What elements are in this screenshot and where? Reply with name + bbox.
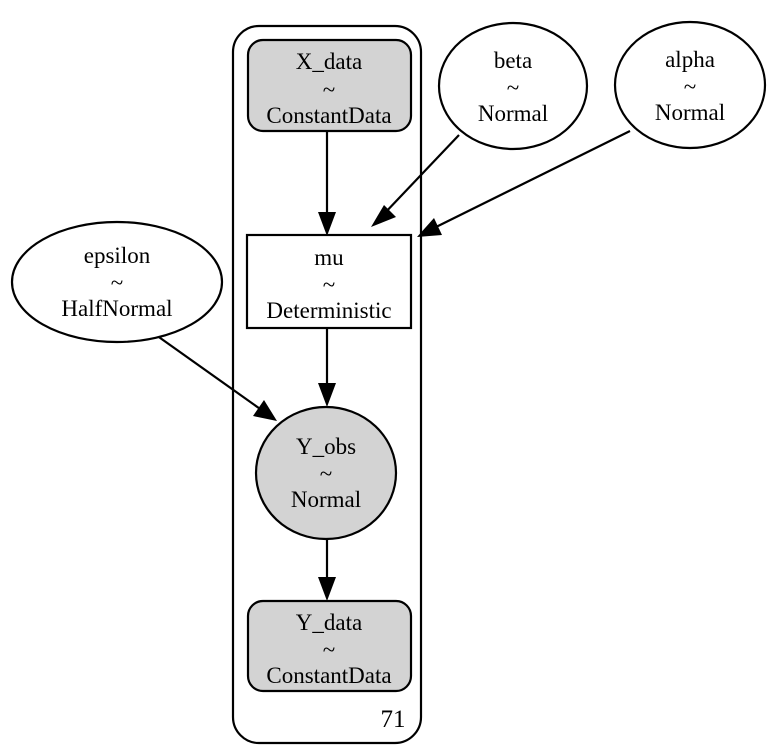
node-y-data[interactable]: Y_data ~ ConstantData — [246, 599, 413, 693]
node-mu-name: mu — [314, 245, 344, 270]
node-alpha-tilde: ~ — [684, 74, 696, 99]
node-mu-distribution: Deterministic — [266, 298, 391, 323]
node-beta-name: beta — [494, 48, 532, 73]
node-x-data-shape[interactable] — [246, 38, 413, 133]
node-y-data-name: Y_data — [296, 610, 362, 635]
node-mu-shape[interactable] — [245, 233, 413, 330]
node-y-obs-name: Y_obs — [296, 434, 356, 459]
edge-epsilon-to-y-obs — [155, 334, 277, 421]
node-epsilon-distribution: HalfNormal — [61, 296, 172, 321]
node-alpha-shape[interactable] — [613, 20, 767, 150]
node-alpha-name: alpha — [665, 47, 715, 72]
node-beta-tilde: ~ — [507, 75, 519, 100]
node-y-obs-tilde: ~ — [320, 461, 332, 486]
node-epsilon-shape[interactable] — [10, 220, 224, 344]
node-y-data-distribution: ConstantData — [266, 663, 391, 688]
node-alpha[interactable]: alpha ~ Normal — [613, 20, 767, 150]
node-alpha-distribution: Normal — [655, 100, 725, 125]
edge-beta-to-mu — [371, 134, 460, 227]
plate-border — [231, 24, 423, 745]
node-beta-distribution: Normal — [478, 101, 548, 126]
node-x-data-tilde: ~ — [323, 77, 335, 102]
node-y-obs-distribution: Normal — [291, 487, 361, 512]
node-x-data[interactable]: X_data ~ ConstantData — [246, 38, 413, 133]
node-epsilon[interactable]: epsilon ~ HalfNormal — [10, 220, 224, 344]
edge-y-obs-to-y-data — [318, 540, 336, 601]
edge-alpha-to-mu — [417, 130, 631, 237]
node-x-data-name: X_data — [296, 49, 362, 74]
edge-x-data-to-mu — [318, 131, 336, 236]
node-epsilon-tilde: ~ — [111, 270, 123, 295]
node-y-data-shape[interactable] — [246, 599, 413, 693]
node-epsilon-name: epsilon — [84, 243, 151, 268]
node-y-obs[interactable]: Y_obs ~ Normal — [254, 405, 398, 541]
plate-71: 71 — [231, 24, 423, 745]
node-beta-shape[interactable] — [437, 21, 589, 151]
node-y-data-tilde: ~ — [323, 637, 335, 662]
node-y-obs-shape[interactable] — [254, 405, 398, 541]
node-beta[interactable]: beta ~ Normal — [437, 21, 589, 151]
node-x-data-distribution: ConstantData — [266, 103, 391, 128]
plate-count-label: 71 — [381, 706, 406, 733]
node-mu-tilde: ~ — [323, 272, 335, 297]
node-mu[interactable]: mu ~ Deterministic — [245, 233, 413, 330]
edge-mu-to-y-obs — [318, 328, 336, 407]
